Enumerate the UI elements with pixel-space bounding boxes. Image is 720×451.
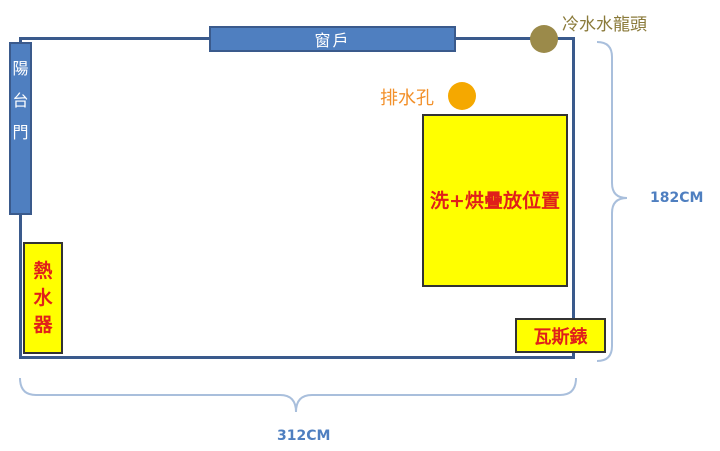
balcony-door-label-3: 門 xyxy=(12,123,29,142)
width-dimension: 312CM xyxy=(277,428,331,444)
height-dimension: 182CM xyxy=(650,190,704,206)
washer-dryer-area: 洗+烘疊放位置 xyxy=(422,114,568,287)
width-brace xyxy=(19,377,577,413)
gas-meter-label: 瓦斯錶 xyxy=(533,326,588,348)
drain-marker xyxy=(448,82,476,110)
washer-dryer-label: 洗+烘疊放位置 xyxy=(430,189,560,212)
cold-tap-label: 冷水水龍頭 xyxy=(562,15,647,35)
balcony-door-label-2: 台 xyxy=(12,91,29,110)
water-heater-label-1: 熱 xyxy=(33,259,53,282)
balcony-door: 陽 台 門 xyxy=(9,42,32,215)
window-label: 窗戶 xyxy=(314,31,351,50)
height-brace xyxy=(596,41,628,362)
window: 窗戶 xyxy=(209,26,456,52)
water-heater: 熱 水 器 xyxy=(23,242,63,354)
balcony-door-label-1: 陽 xyxy=(12,59,29,78)
water-heater-label-3: 器 xyxy=(33,313,53,336)
water-heater-label-2: 水 xyxy=(33,286,53,309)
cold-tap-marker xyxy=(530,25,558,53)
drain-label: 排水孔 xyxy=(380,88,434,109)
gas-meter: 瓦斯錶 xyxy=(515,318,606,353)
